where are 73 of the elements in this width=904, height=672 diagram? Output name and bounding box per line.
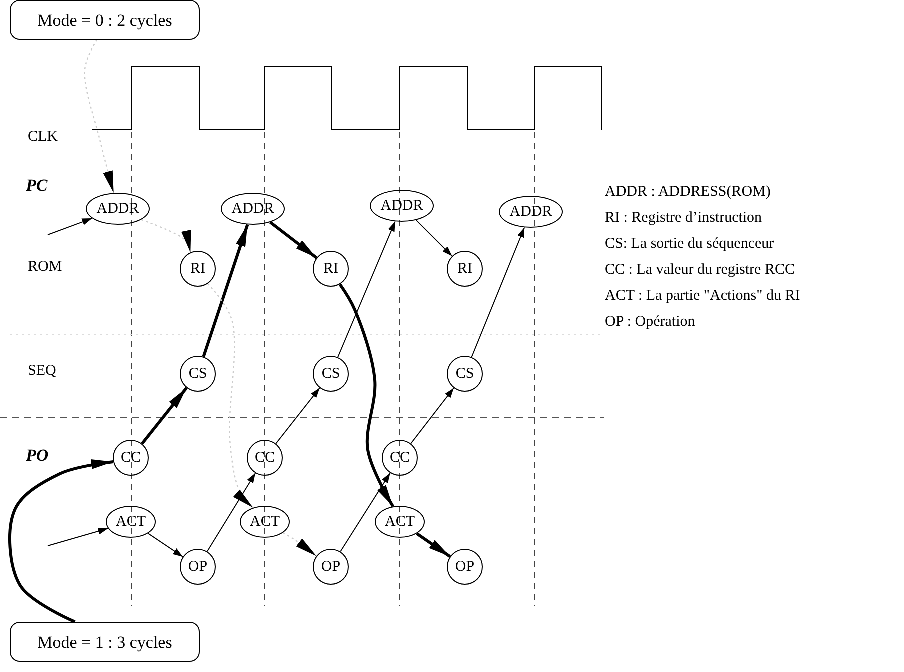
signal-ellipse bbox=[499, 196, 563, 228]
signal-label: CLK bbox=[28, 128, 58, 146]
arrow bbox=[141, 387, 188, 445]
signal-ellipse bbox=[106, 506, 156, 538]
arrow bbox=[206, 472, 256, 552]
node-label: OP bbox=[321, 560, 341, 574]
signal-circle bbox=[313, 549, 349, 585]
arrow bbox=[8, 460, 114, 624]
arrow bbox=[148, 533, 184, 558]
node-label: Mode = 1 : 3 cycles bbox=[38, 634, 172, 650]
signal-circle bbox=[113, 440, 149, 476]
mode-box bbox=[10, 0, 200, 40]
legend-text: CC : La valeur du registre RCC bbox=[605, 261, 795, 279]
signal-circle bbox=[180, 356, 216, 392]
unit-label: PO bbox=[26, 446, 49, 466]
signal-circle bbox=[313, 356, 349, 392]
dotted-arrow bbox=[208, 284, 254, 508]
signal-ellipse bbox=[375, 506, 425, 538]
node-label: ADDR bbox=[232, 202, 274, 216]
arrow bbox=[338, 221, 396, 358]
dotted-arrow bbox=[282, 532, 317, 557]
node-label: ADDR bbox=[380, 198, 424, 214]
node-label: RI bbox=[190, 262, 206, 276]
arrow bbox=[471, 227, 526, 358]
signal-circle bbox=[247, 440, 283, 476]
unit-label: SEQ bbox=[28, 362, 56, 380]
node-label: CS bbox=[188, 366, 208, 382]
signal-circle bbox=[447, 549, 483, 585]
dotted-arrow bbox=[84, 40, 114, 194]
signal-circle bbox=[447, 251, 483, 287]
node-label: ACT bbox=[250, 514, 280, 530]
signal-ellipse bbox=[370, 190, 434, 222]
legend-text: ADDR : ADDRESS(ROM) bbox=[605, 183, 771, 201]
node-label: ACT bbox=[385, 514, 415, 530]
unit-label: ROM bbox=[28, 258, 62, 276]
arrow bbox=[410, 388, 454, 444]
node-label: CS bbox=[322, 366, 340, 382]
dotted-arrow bbox=[141, 219, 192, 253]
node-label: CS bbox=[456, 366, 474, 382]
mode-box bbox=[10, 622, 200, 662]
signal-ellipse bbox=[221, 193, 285, 225]
node-label: OP bbox=[455, 560, 475, 574]
arrow bbox=[416, 532, 452, 558]
node-label: ADDR bbox=[96, 202, 140, 216]
legend-text: ACT : La partie "Actions" du RI bbox=[605, 287, 800, 305]
node-label: OP bbox=[188, 560, 208, 574]
signal-circle bbox=[180, 549, 216, 585]
node-label: RI bbox=[458, 262, 472, 276]
arrow bbox=[416, 220, 453, 257]
arrow bbox=[338, 284, 394, 508]
arrow bbox=[276, 388, 320, 444]
node-label: ADDR bbox=[510, 204, 552, 220]
node-label: RI bbox=[324, 262, 338, 276]
arrow bbox=[48, 218, 93, 236]
legend-text: CS: La sortie du séquenceur bbox=[605, 235, 774, 253]
legend-text: RI : Registre d’instruction bbox=[605, 209, 762, 227]
unit-label: PC bbox=[26, 176, 48, 196]
arrow bbox=[202, 224, 250, 358]
signal-ellipse bbox=[86, 193, 150, 225]
node-label: CC bbox=[390, 450, 410, 466]
arrow bbox=[270, 221, 318, 260]
signal-circle bbox=[447, 356, 483, 392]
signal-ellipse bbox=[240, 506, 290, 538]
legend-text: OP : Opération bbox=[605, 313, 696, 331]
node-label: CC bbox=[254, 450, 275, 466]
signal-circle bbox=[382, 440, 418, 476]
signal-circle bbox=[313, 251, 349, 287]
node-label: CC bbox=[120, 450, 141, 466]
node-label: ACT bbox=[116, 514, 146, 530]
signal-circle bbox=[180, 251, 216, 287]
arrow bbox=[340, 472, 391, 552]
arrow bbox=[48, 528, 109, 546]
node-label: Mode = 0 : 2 cycles bbox=[38, 12, 172, 28]
